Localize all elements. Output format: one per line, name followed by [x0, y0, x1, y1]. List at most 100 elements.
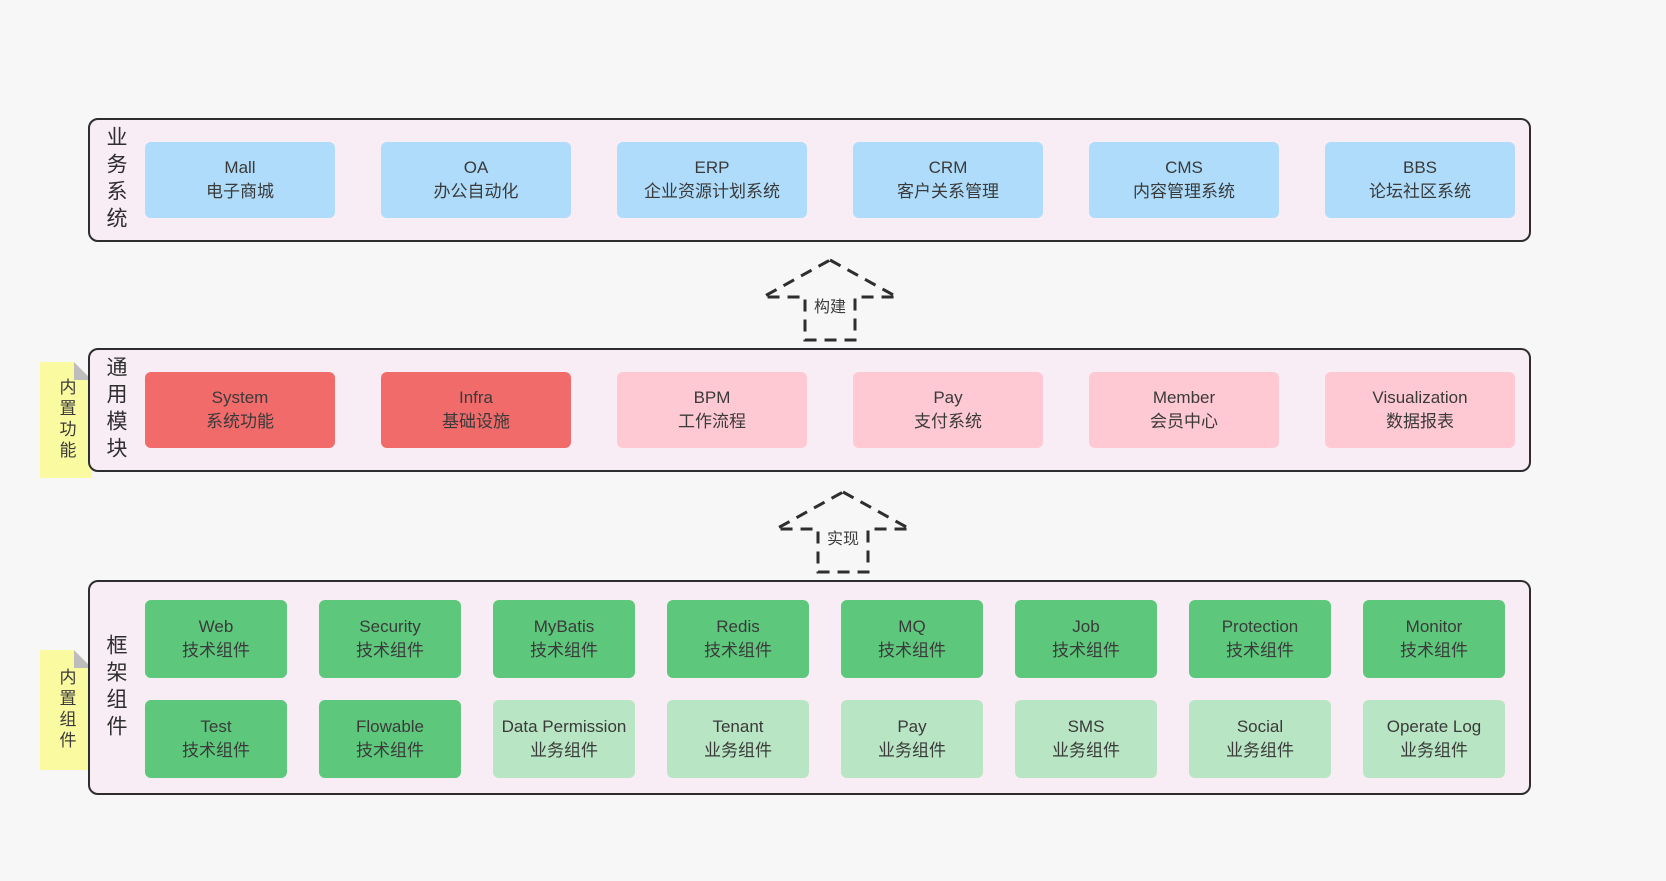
box-subtitle: 业务组件 [1226, 741, 1294, 760]
box-subtitle: 技术组件 [1226, 641, 1294, 660]
box-flowable: Flowable 技术组件 [319, 700, 461, 778]
box-title: Social [1236, 717, 1284, 736]
arrow-implement: 实现 [773, 489, 913, 575]
up-arrow-icon [775, 490, 911, 574]
box-protection: Protection 技术组件 [1189, 600, 1331, 678]
box-subtitle: 企业资源计划系统 [644, 182, 780, 201]
box-erp: ERP 企业资源计划系统 [617, 142, 807, 218]
box-title: MyBatis [533, 617, 595, 636]
box-subtitle: 客户关系管理 [897, 182, 999, 201]
arrow-label-implement: 实现 [823, 525, 863, 549]
box-title: System [211, 388, 269, 407]
arrow-label-build: 构建 [810, 293, 850, 317]
box-title: Visualization [1372, 388, 1468, 407]
box-title: Protection [1221, 617, 1299, 636]
box-title: Flowable [355, 717, 425, 736]
box-crm: CRM 客户关系管理 [853, 142, 1043, 218]
box-title: MQ [898, 617, 926, 636]
box-subtitle: 技术组件 [1052, 641, 1120, 660]
box-title: Job [1072, 617, 1100, 636]
box-system: System 系统功能 [145, 372, 335, 448]
box-subtitle: 支付系统 [914, 412, 982, 431]
box-title: CRM [928, 158, 968, 177]
box-title: Member [1152, 388, 1216, 407]
box-subtitle: 办公自动化 [433, 182, 519, 201]
box-subtitle: 业务组件 [704, 741, 772, 760]
box-bbs: BBS 论坛社区系统 [1325, 142, 1515, 218]
section-business-systems: 业务系统 Mall 电子商城 OA 办公自动化 ERP 企业资源计划系统 CRM… [88, 118, 1531, 242]
section-label-business-systems: 业务系统 [104, 126, 127, 234]
up-arrow-icon [762, 258, 898, 342]
box-operate-log: Operate Log 业务组件 [1363, 700, 1505, 778]
box-title: Tenant [712, 717, 764, 736]
section-label-common-modules: 通用模块 [104, 356, 127, 464]
section-common-modules: 通用模块 System 系统功能 Infra 基础设施 BPM 工作流程 Pay… [88, 348, 1531, 472]
box-subtitle: 业务组件 [530, 741, 598, 760]
section-label-framework-components: 框架组件 [104, 633, 127, 742]
box-subtitle: 业务组件 [878, 741, 946, 760]
box-subtitle: 系统功能 [206, 412, 274, 431]
box-title: Data Permission [501, 717, 627, 736]
box-title: Operate Log [1386, 717, 1482, 736]
box-pay: Pay 支付系统 [853, 372, 1043, 448]
box-subtitle: 数据报表 [1386, 412, 1454, 431]
box-subtitle: 技术组件 [182, 741, 250, 760]
sticky-tag-label: 内置功能 [56, 378, 76, 462]
box-title: Mall [224, 158, 256, 177]
box-data-permission: Data Permission 业务组件 [493, 700, 635, 778]
box-security: Security 技术组件 [319, 600, 461, 678]
box-subtitle: 电子商城 [206, 182, 274, 201]
box-redis: Redis 技术组件 [667, 600, 809, 678]
box-subtitle: 业务组件 [1052, 741, 1120, 760]
box-title: SMS [1067, 717, 1105, 736]
box-title: Pay [933, 388, 963, 407]
section-framework-components: 框架组件 Web 技术组件 Security 技术组件 MyBatis 技术组件… [88, 580, 1531, 795]
box-subtitle: 技术组件 [1400, 641, 1468, 660]
box-subtitle: 技术组件 [356, 741, 424, 760]
box-subtitle: 技术组件 [878, 641, 946, 660]
box-member: Member 会员中心 [1089, 372, 1279, 448]
box-test: Test 技术组件 [145, 700, 287, 778]
box-title: OA [463, 158, 489, 177]
box-web: Web 技术组件 [145, 600, 287, 678]
box-sms: SMS 业务组件 [1015, 700, 1157, 778]
box-bpm: BPM 工作流程 [617, 372, 807, 448]
box-mybatis: MyBatis 技术组件 [493, 600, 635, 678]
box-subtitle: 技术组件 [704, 641, 772, 660]
box-title: BBS [1402, 158, 1438, 177]
arrow-build: 构建 [760, 257, 900, 343]
box-title: CMS [1165, 158, 1203, 177]
box-subtitle: 工作流程 [678, 412, 746, 431]
box-title: Pay [897, 717, 927, 736]
box-subtitle: 内容管理系统 [1133, 182, 1235, 201]
sticky-tag-builtin-features: 内置功能 [40, 362, 92, 478]
sticky-tag-label: 内置组件 [56, 668, 76, 752]
box-subtitle: 业务组件 [1400, 741, 1468, 760]
box-pay-biz: Pay 业务组件 [841, 700, 983, 778]
box-subtitle: 技术组件 [356, 641, 424, 660]
box-subtitle: 技术组件 [530, 641, 598, 660]
box-title: Infra [458, 388, 494, 407]
box-tenant: Tenant 业务组件 [667, 700, 809, 778]
box-subtitle: 基础设施 [442, 412, 510, 431]
box-mq: MQ 技术组件 [841, 600, 983, 678]
sticky-tag-builtin-components: 内置组件 [40, 650, 92, 770]
box-title: BPM [693, 388, 731, 407]
box-title: Security [359, 617, 421, 636]
box-subtitle: 技术组件 [182, 641, 250, 660]
box-social: Social 业务组件 [1189, 700, 1331, 778]
box-title: Web [198, 617, 234, 636]
box-cms: CMS 内容管理系统 [1089, 142, 1279, 218]
box-mall: Mall 电子商城 [145, 142, 335, 218]
box-infra: Infra 基础设施 [381, 372, 571, 448]
box-title: Redis [716, 617, 760, 636]
box-title: Monitor [1405, 617, 1463, 636]
box-subtitle: 会员中心 [1150, 412, 1218, 431]
box-monitor: Monitor 技术组件 [1363, 600, 1505, 678]
box-job: Job 技术组件 [1015, 600, 1157, 678]
box-subtitle: 论坛社区系统 [1369, 182, 1471, 201]
box-oa: OA 办公自动化 [381, 142, 571, 218]
box-title: ERP [694, 158, 730, 177]
box-visualization: Visualization 数据报表 [1325, 372, 1515, 448]
